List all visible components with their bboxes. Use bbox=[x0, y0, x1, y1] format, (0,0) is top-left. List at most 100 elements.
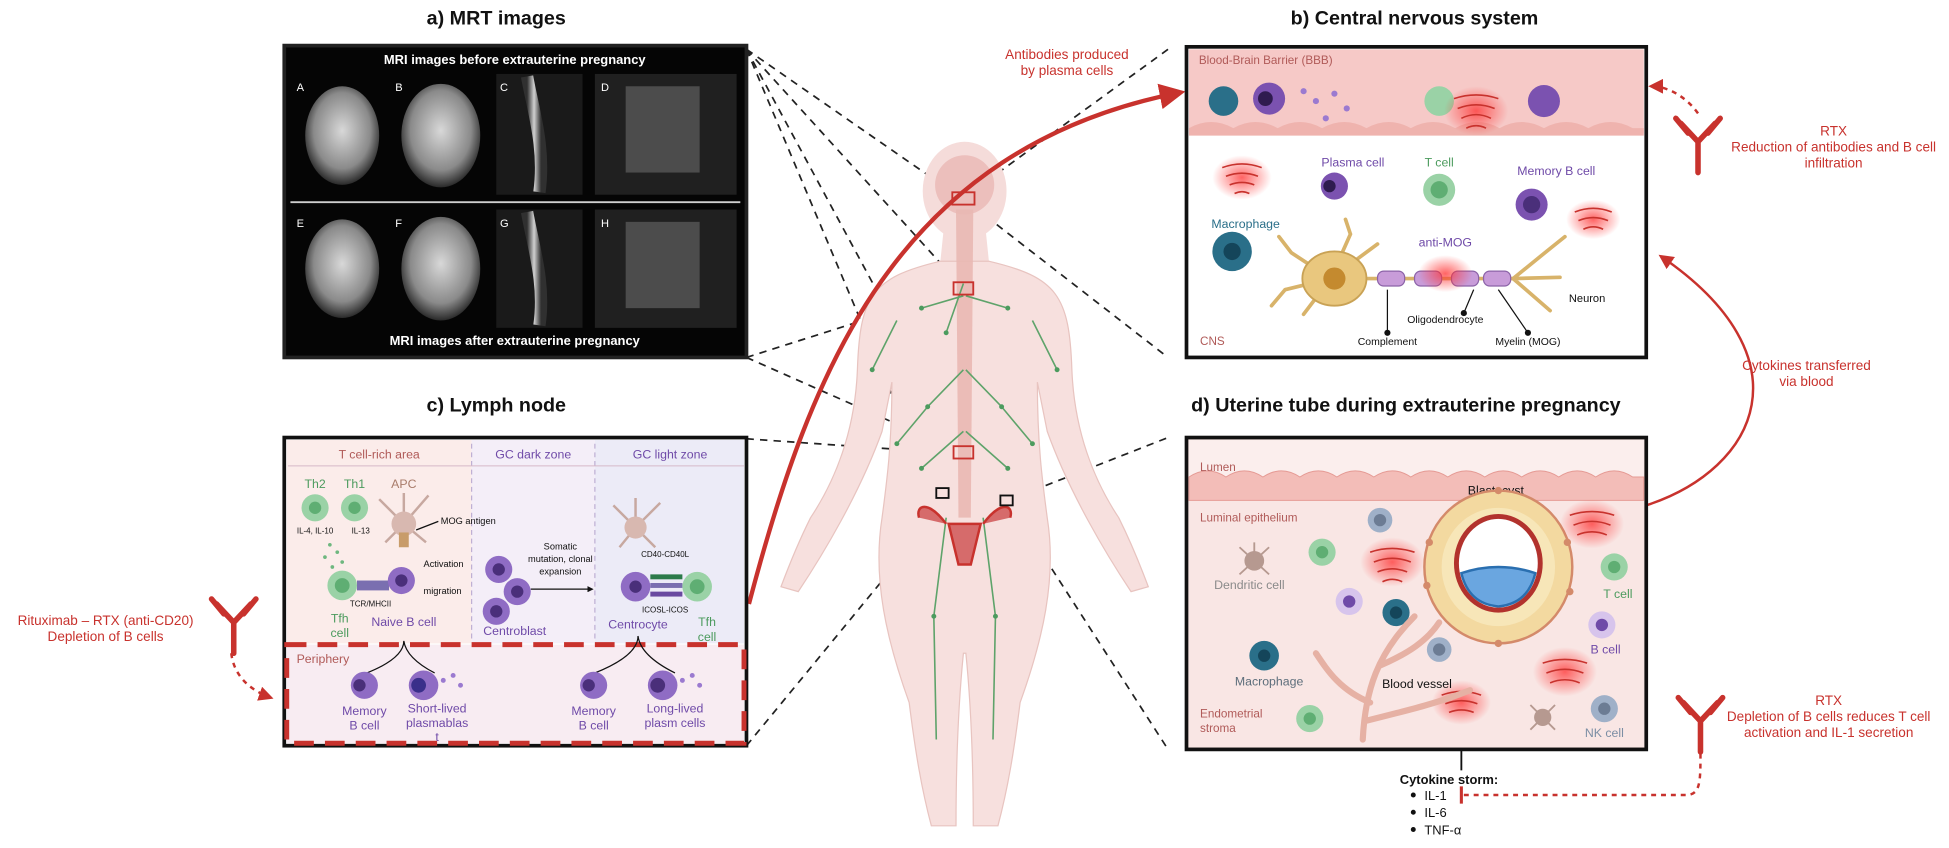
luminal-epithelium-label: Luminal epithelium bbox=[1200, 511, 1297, 524]
panel-c-lymph-node: T cell-rich area GC dark zone GC light z… bbox=[282, 435, 749, 748]
tfh-cell-label-2b: cell bbox=[698, 630, 716, 644]
rituximab-line1: Rituximab – RTX (anti-CD20) bbox=[18, 613, 194, 628]
naive-b-cell-label: Naive B cell bbox=[371, 615, 436, 629]
activation-label: Activation bbox=[424, 559, 464, 569]
human-body bbox=[780, 141, 1150, 827]
centrocyte-label: Centrocyte bbox=[608, 618, 668, 632]
short-lived-line2: plasmablas bbox=[406, 716, 468, 730]
cns-memory-b-cell-label: Memory B cell bbox=[1517, 164, 1595, 178]
cytokines-label-line2: via blood bbox=[1779, 374, 1833, 389]
cytokine-storm: Cytokine storm: IL-1 IL-6 TNF-α bbox=[1400, 746, 1498, 837]
somatic-line2: mutation, clonal bbox=[528, 554, 593, 564]
tfh-cell-label-1b: cell bbox=[330, 626, 348, 640]
antibodies-label-line1: Antibodies produced bbox=[1005, 47, 1129, 62]
oligodendrocyte-label: Oligodendrocyte bbox=[1407, 315, 1483, 326]
antibodies-label-line2: by plasma cells bbox=[1021, 63, 1114, 78]
mri-letter-b: B bbox=[395, 82, 402, 94]
antibody-icon-rituximab bbox=[208, 596, 259, 657]
panel-a-mri: MRI images before extrauterine pregnancy… bbox=[282, 43, 749, 360]
tcr-mhcii-label: TCR/MHCII bbox=[350, 599, 391, 608]
blood-vessel-label: Blood vessel bbox=[1382, 677, 1452, 691]
antibody-icon-rtx-top bbox=[1673, 115, 1723, 176]
somatic-line3: expansion bbox=[539, 566, 581, 576]
rtx-top-line1: Reduction of antibodies and B cell bbox=[1731, 140, 1936, 155]
memory-b-2-line2: B cell bbox=[579, 719, 609, 733]
cns-t-cell-label: T cell bbox=[1425, 155, 1454, 169]
lumen-label: Lumen bbox=[1200, 461, 1236, 474]
uterine-b-cell-label: B cell bbox=[1591, 642, 1621, 656]
memory-b-2-line1: Memory bbox=[571, 704, 616, 718]
apc-label: APC bbox=[391, 477, 416, 491]
panel-d-title: d) Uterine tube during extrauterine preg… bbox=[1191, 395, 1621, 417]
cytokines-arrow bbox=[1645, 254, 1755, 507]
dendritic-cell-label: Dendritic cell bbox=[1214, 578, 1284, 592]
icos-label: ICOSL-ICOS bbox=[642, 606, 688, 615]
bbb-label: Blood-Brain Barrier (BBB) bbox=[1199, 54, 1333, 67]
rtx-top-arrow bbox=[1648, 78, 1700, 115]
myelin-label: Myelin (MOG) bbox=[1495, 337, 1560, 348]
rtx-bottom-line1: Depletion of B cells reduces T cell bbox=[1727, 709, 1931, 724]
cytokine-item-il6: IL-6 bbox=[1424, 805, 1446, 820]
mri-image-a bbox=[305, 86, 380, 185]
rtx-bottom-title: RTX bbox=[1815, 693, 1842, 708]
mri-image-b bbox=[401, 83, 481, 188]
th1-label: Th1 bbox=[344, 477, 365, 491]
mri-letter-a: A bbox=[297, 82, 305, 94]
gc-light-zone-label: GC light zone bbox=[633, 448, 708, 462]
mri-image-f bbox=[401, 216, 481, 321]
mog-antigen-label: MOG antigen bbox=[441, 516, 496, 526]
memory-b-1-line2: B cell bbox=[349, 719, 379, 733]
mri-letter-h: H bbox=[601, 218, 609, 230]
cns-plasma-cell-label: Plasma cell bbox=[1321, 155, 1384, 169]
tfh-cell-label-1: Tfh bbox=[331, 611, 349, 625]
somatic-line1: Somatic bbox=[544, 542, 578, 552]
endometrial-stroma-line2: stroma bbox=[1200, 722, 1236, 735]
panel-b-cns: Blood-Brain Barrier (BBB) Plasma cell T … bbox=[1184, 44, 1649, 360]
periphery-label: Periphery bbox=[297, 652, 351, 666]
gc-dark-zone-label: GC dark zone bbox=[495, 448, 571, 462]
anti-mog-label: anti-MOG bbox=[1419, 236, 1472, 250]
antibody-icon-rtx-bottom bbox=[1675, 694, 1726, 755]
neuron-label: Neuron bbox=[1569, 293, 1605, 305]
t-cell-area-label: T cell-rich area bbox=[339, 448, 420, 462]
nk-cell-label: NK cell bbox=[1585, 726, 1624, 740]
panel-a-title: a) MRT images bbox=[427, 8, 566, 30]
tfh-cell-label-2: Tfh bbox=[698, 615, 716, 629]
long-lived-line2: plasm cells bbox=[645, 716, 706, 730]
short-lived-line1: Short-lived bbox=[408, 701, 467, 715]
panel-b-title: b) Central nervous system bbox=[1291, 8, 1539, 30]
rituximab-arrow bbox=[230, 653, 274, 701]
cns-label: CNS bbox=[1200, 335, 1225, 348]
cytokine-item-tnf: TNF-α bbox=[1424, 822, 1461, 837]
cns-macrophage-label: Macrophage bbox=[1211, 217, 1280, 231]
mri-letter-d: D bbox=[601, 82, 609, 94]
rtx-top-line2: infiltration bbox=[1805, 156, 1863, 171]
rtx-bottom-arrow bbox=[1463, 751, 1702, 797]
memory-b-1-line1: Memory bbox=[342, 704, 387, 718]
complement-label: Complement bbox=[1358, 337, 1417, 348]
mri-before-label: MRI images before extrauterine pregnancy bbox=[384, 52, 647, 67]
mri-letter-c: C bbox=[500, 82, 508, 94]
mri-after-label: MRI images after extrauterine pregnancy bbox=[390, 333, 641, 348]
long-lived-line1: Long-lived bbox=[647, 701, 704, 715]
antibodies-arrow bbox=[746, 83, 1186, 605]
short-lived-line3: t bbox=[435, 730, 439, 744]
cytokine-storm-title: Cytokine storm: bbox=[1400, 772, 1498, 787]
rtx-top-title: RTX bbox=[1820, 124, 1847, 139]
migration-label: migration bbox=[424, 586, 462, 596]
mri-letter-g: G bbox=[500, 218, 509, 230]
th2-label: Th2 bbox=[304, 477, 325, 491]
cytokines-label-line1: Cytokines transferred bbox=[1742, 358, 1871, 373]
rituximab-line2: Depletion of B cells bbox=[48, 629, 164, 644]
cytokine-item-il1: IL-1 bbox=[1424, 788, 1446, 803]
endometrial-stroma-line1: Endometrial bbox=[1200, 707, 1262, 720]
mri-image-e bbox=[305, 219, 380, 318]
panel-d-uterine-tube: Lumen Luminal epithelium Blastocyst Dend… bbox=[1184, 435, 1649, 752]
mri-letter-f: F bbox=[395, 218, 402, 230]
uterine-t-cell-label: T cell bbox=[1603, 587, 1632, 601]
panel-c-title: c) Lymph node bbox=[427, 395, 567, 417]
rtx-bottom-line2: activation and IL-1 secretion bbox=[1744, 725, 1913, 740]
uterine-macrophage-label: Macrophage bbox=[1235, 674, 1304, 688]
th2-cytokines: IL-4, IL-10 bbox=[297, 527, 334, 536]
